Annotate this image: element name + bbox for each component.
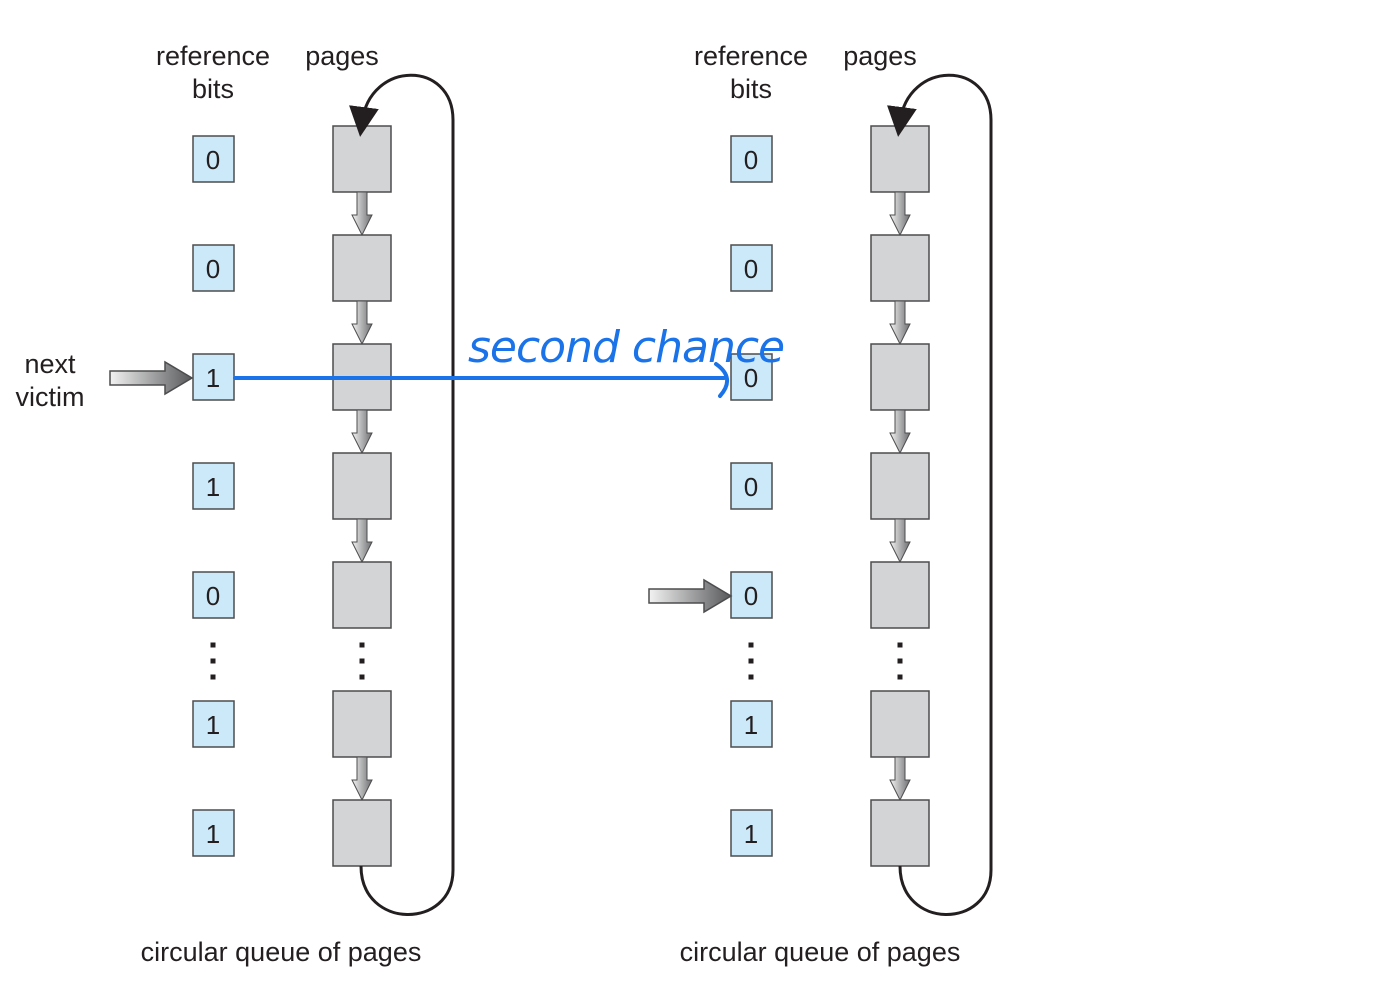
page-frame (332, 452, 392, 520)
next-page-arrow-icon (889, 409, 911, 455)
next-page-arrow-icon (351, 409, 373, 455)
page-frame (332, 561, 392, 629)
header-reference: reference (694, 41, 808, 71)
reference-bit: 1 (192, 353, 235, 401)
ellipsis-icon (359, 642, 365, 680)
reference-bit: 0 (192, 135, 235, 183)
page-frame (332, 690, 392, 758)
bit-value: 0 (206, 581, 220, 611)
next-victim-pointer (109, 360, 194, 396)
header-bits: bits (192, 74, 234, 104)
bit-box (730, 135, 773, 183)
page-frame (332, 234, 392, 302)
next-page-arrow-icon (351, 191, 373, 237)
bit-column: 0 0 0 0 0 1 1 (730, 135, 773, 857)
next-page-arrow-icon (889, 756, 911, 802)
pointer-label-next: next (24, 349, 76, 379)
reference-bit: 1 (192, 462, 235, 510)
bit-value: 0 (744, 254, 758, 284)
ellipsis-icon (210, 642, 216, 680)
bit-box (192, 244, 235, 292)
annotation-arrowhead-icon (714, 362, 729, 398)
panel-after: reference bits pages 0 0 0 0 0 1 1 circular qu… (648, 41, 993, 967)
bit-value: 0 (744, 472, 758, 502)
header-pages: pages (843, 41, 917, 71)
reference-bit: 0 (192, 244, 235, 292)
reference-bit: 1 (192, 700, 235, 748)
page-frame (870, 561, 930, 629)
bit-box (730, 353, 773, 401)
reference-bit: 0 (730, 571, 773, 619)
page-frame (332, 799, 392, 867)
bit-value: 0 (206, 254, 220, 284)
reference-bit: 1 (730, 700, 773, 748)
reference-bit: 0 (730, 135, 773, 183)
header-pages: pages (305, 41, 379, 71)
bit-value: 0 (744, 363, 758, 393)
bit-box (192, 700, 235, 748)
bit-value: 1 (206, 472, 220, 502)
bit-box (730, 700, 773, 748)
pointer-arrow-icon (109, 360, 194, 396)
header-reference: reference (156, 41, 270, 71)
bit-box (192, 809, 235, 857)
next-page-arrow-icon (351, 300, 373, 346)
page-frame (870, 690, 930, 758)
current-pointer (648, 578, 733, 614)
next-page-arrow-icon (351, 756, 373, 802)
bit-box (192, 571, 235, 619)
reference-bit: 0 (730, 244, 773, 292)
reference-bit: 0 (730, 462, 773, 510)
page-frame (870, 452, 930, 520)
next-page-arrow-icon (351, 518, 373, 564)
circular-return-arrow (887, 73, 993, 916)
next-page-arrow-icon (889, 300, 911, 346)
bit-value: 0 (744, 145, 758, 175)
bit-value: 1 (206, 363, 220, 393)
bit-value: 0 (744, 581, 758, 611)
annotation-text: second chance (468, 322, 784, 373)
header-bits: bits (730, 74, 772, 104)
bit-box (730, 809, 773, 857)
caption: circular queue of pages (141, 937, 422, 967)
page-frame (870, 799, 930, 867)
second-chance-annotation: second chance (233, 322, 785, 398)
page-column (332, 125, 392, 867)
reference-bit: 0 (730, 353, 773, 401)
page-frame (332, 125, 392, 193)
bit-box (730, 244, 773, 292)
next-page-arrow-icon (889, 518, 911, 564)
panel-before: reference bits pages 0 0 1 1 0 1 1 next victim… (16, 41, 455, 967)
reference-bit: 0 (192, 571, 235, 619)
bit-box (730, 462, 773, 510)
bit-column: 0 0 1 1 0 1 1 (192, 135, 235, 857)
ellipsis-icon (748, 642, 754, 680)
bit-value: 0 (206, 145, 220, 175)
bit-value: 1 (744, 710, 758, 740)
caption: circular queue of pages (680, 937, 961, 967)
page-frame (870, 343, 930, 411)
pointer-arrow-icon (648, 578, 733, 614)
bit-value: 1 (206, 710, 220, 740)
bit-value: 1 (206, 819, 220, 849)
reference-bit: 1 (192, 809, 235, 857)
next-page-arrow-icon (889, 191, 911, 237)
bit-box (192, 462, 235, 510)
bit-box (730, 571, 773, 619)
bit-box (192, 353, 235, 401)
page-column (870, 125, 930, 867)
circular-return-arrow (349, 73, 455, 916)
page-frame (870, 234, 930, 302)
reference-bit: 1 (730, 809, 773, 857)
ellipsis-icon (897, 642, 903, 680)
bit-box (192, 135, 235, 183)
bit-value: 1 (744, 819, 758, 849)
pointer-label-victim: victim (16, 382, 85, 412)
page-frame (870, 125, 930, 193)
